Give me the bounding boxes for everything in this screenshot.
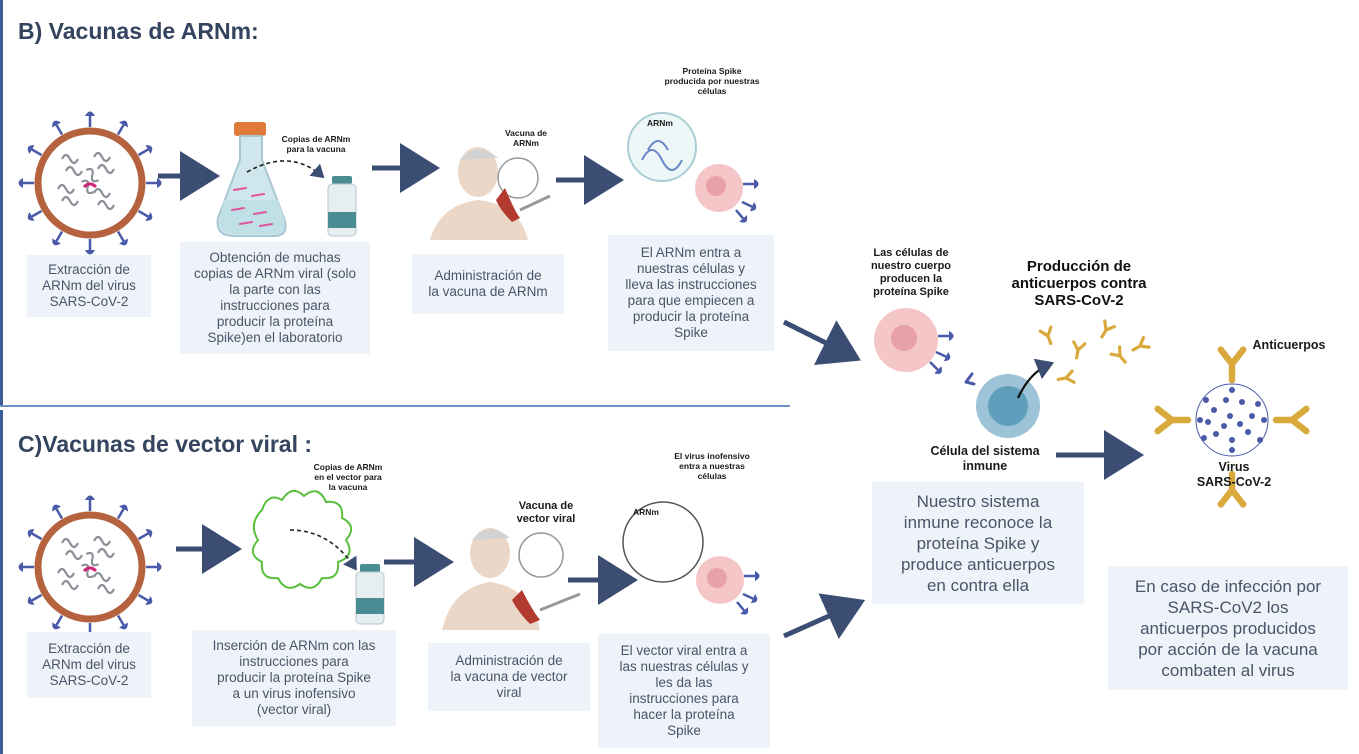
- label-copies-c: Copias de ARNm en el vector para la vacu…: [313, 462, 383, 492]
- step-c-4-text: El vector viral entra a las nuestras cél…: [619, 643, 749, 738]
- step-b-1-text: Extracción de ARNm del virus SARS-CoV-2: [42, 262, 136, 309]
- immune-response-text: Nuestro sistema inmune reconoce la prote…: [900, 491, 1056, 595]
- person-b-icon: [430, 147, 551, 240]
- label-body-cells: Las células de nuestro cuerpo producen l…: [870, 247, 952, 298]
- mrna-circle-c-icon: [622, 501, 704, 583]
- section-divider: [0, 405, 790, 407]
- label-spike-produced: Proteína Spike producida por nuestras cé…: [664, 66, 760, 96]
- label-immune-cell: Célula del sistema inmune: [930, 444, 1040, 473]
- label-vaccine-c: Vacuna de vector viral: [516, 500, 576, 525]
- virus-c-icon: [17, 494, 163, 640]
- arrow-c-to-center: [782, 593, 866, 640]
- step-c-2-text: Inserción de ARNm con las instrucciones …: [212, 638, 376, 717]
- label-arnm-circle-b: ARNm: [647, 118, 673, 128]
- vaccine-vial-b-icon: [327, 176, 357, 237]
- dashed-arrow-b: [246, 160, 325, 179]
- step-b-4-text: El ARNm entra a nuestras células y lleva…: [625, 245, 757, 340]
- label-arnm-circle-c: ARNm: [633, 507, 659, 517]
- virus-right-icon: [1195, 383, 1269, 457]
- step-c-3-box: Administración de la vacuna de vector vi…: [428, 643, 590, 711]
- label-vaccine-b: Vacuna de ARNm: [504, 128, 548, 148]
- vaccine-vial-c-icon: [355, 564, 385, 625]
- immune-response-box: Nuestro sistema inmune reconoce la prote…: [872, 482, 1084, 604]
- infection-response-text: En caso de infección por SARS-CoV2 los a…: [1134, 576, 1322, 680]
- step-b-3-text: Administración de la vacuna de ARNm: [428, 268, 548, 299]
- step-c-1-box: Extracción de ARNm del virus SARS-CoV-2: [27, 632, 151, 698]
- dashed-arrow-c: [289, 529, 357, 571]
- step-c-2-box: Inserción de ARNm con las instrucciones …: [192, 630, 396, 726]
- step-b-1-box: Extracción de ARNm del virus SARS-CoV-2: [27, 255, 151, 317]
- lab-flask-icon: [216, 122, 287, 237]
- cell-c-icon: [696, 556, 761, 619]
- infection-response-box: En caso de infección por SARS-CoV2 los a…: [1108, 566, 1348, 690]
- immune-cell-icon: [964, 372, 1040, 438]
- step-b-3-box: Administración de la vacuna de ARNm: [412, 254, 564, 314]
- label-antibodies: Anticuerpos: [1252, 338, 1326, 352]
- section-c-accent-line: [0, 410, 3, 754]
- step-c-1-text: Extracción de ARNm del virus SARS-CoV-2: [42, 641, 136, 688]
- antibody-release-arrow: [1017, 358, 1055, 399]
- cell-b-icon: [695, 164, 760, 227]
- step-c-4-box: El vector viral entra a las nuestras cél…: [598, 634, 770, 748]
- label-copies-b: Copias de ARNm para la vacuna: [281, 134, 351, 154]
- mrna-circle-b-icon: [627, 112, 697, 182]
- step-b-4-box: El ARNm entra a nuestras células y lleva…: [608, 235, 774, 351]
- floating-antibodies-icon: [1038, 319, 1151, 387]
- section-c-title: C)Vacunas de vector viral :: [18, 431, 313, 457]
- viral-vector-icon: [251, 489, 353, 589]
- person-c-icon: [442, 528, 581, 630]
- label-virus-right: Virus SARS-CoV-2: [1196, 460, 1272, 489]
- section-b-accent-line: [0, 0, 3, 405]
- step-c-3-text: Administración de la vacuna de vector vi…: [450, 653, 568, 700]
- step-b-2-box: Obtención de muchas copias de ARNm viral…: [180, 242, 370, 354]
- step-b-2-text: Obtención de muchas copias de ARNm viral…: [193, 250, 357, 345]
- label-antibody-production: Producción de anticuerpos contra SARS-Co…: [1011, 258, 1147, 309]
- flow-arrows: [158, 143, 1144, 640]
- arrow-b-to-center: [782, 319, 861, 365]
- virus-b-icon: [17, 110, 163, 256]
- label-virus-enters: El virus inofensivo entra a nuestras cél…: [674, 451, 750, 481]
- section-b-title: B) Vacunas de ARNm:: [18, 18, 259, 44]
- body-cell-icon: [874, 308, 955, 378]
